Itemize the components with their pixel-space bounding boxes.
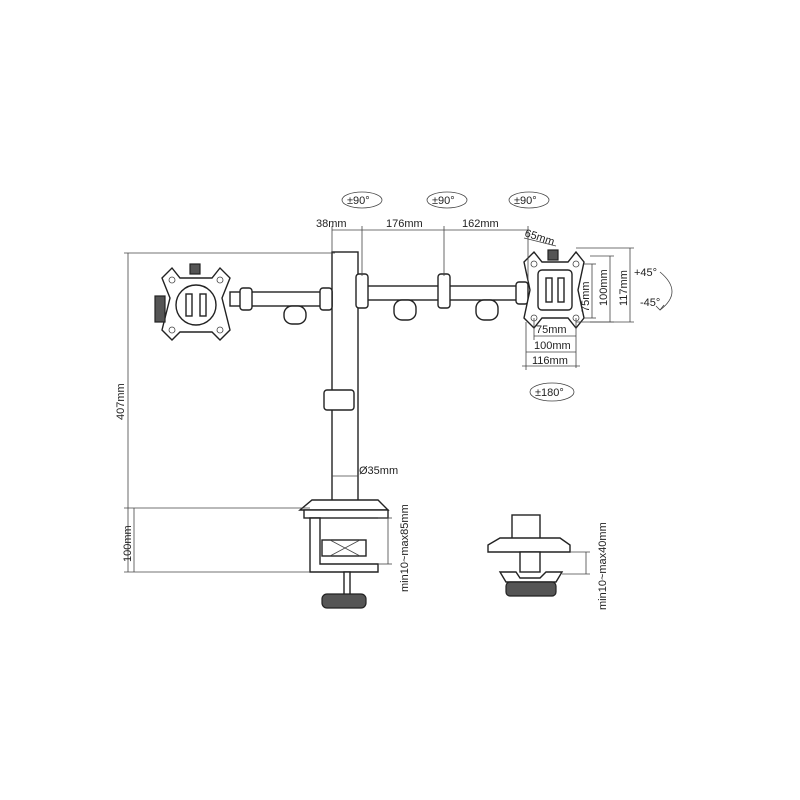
grommet-mount <box>487 514 571 597</box>
pole-diameter-label: Ø35mm <box>359 465 398 477</box>
dimension-lines <box>124 226 634 575</box>
left-vesa-plate <box>154 263 231 341</box>
labels: ±90° ±90° ±90° ±180° +45° -45° 38mm 176m… <box>115 195 660 610</box>
rotation-indicators <box>341 191 673 402</box>
desk-clamp <box>298 499 390 609</box>
clamp-range-label: min10~max85mm <box>399 504 411 592</box>
right-vesa-plate <box>523 249 585 330</box>
arm1-length-label: 176mm <box>386 218 423 230</box>
pole <box>323 251 359 505</box>
total-height-label: 407mm <box>115 383 127 420</box>
plate-height-label: 117mm <box>618 270 630 306</box>
right-arm <box>355 273 529 321</box>
arm2-length-label: 162mm <box>462 218 499 230</box>
vesa-outer-height-label: 100mm <box>598 269 610 306</box>
tilt-down-label: -45° <box>640 297 660 309</box>
pole-offset-label: 38mm <box>316 218 347 230</box>
vesa-inner-width-label: 75mm <box>536 324 567 336</box>
rotation-joint1-label: ±90° <box>347 195 370 207</box>
grommet-range-label: min10~max40mm <box>597 522 609 610</box>
rotation-joint2-label: ±90° <box>432 195 455 207</box>
tilt-up-label: +45° <box>634 267 657 279</box>
left-arm <box>229 287 333 325</box>
rotation-joint3-label: ±90° <box>514 195 537 207</box>
vesa-outer-width-label: 100mm <box>534 340 571 352</box>
plate-width-label: 116mm <box>532 355 568 367</box>
vesa-inner-height-label: 75mm <box>580 281 592 312</box>
clamp-height-label: 100mm <box>122 525 134 562</box>
rotation-screen-label: ±180° <box>535 387 564 399</box>
